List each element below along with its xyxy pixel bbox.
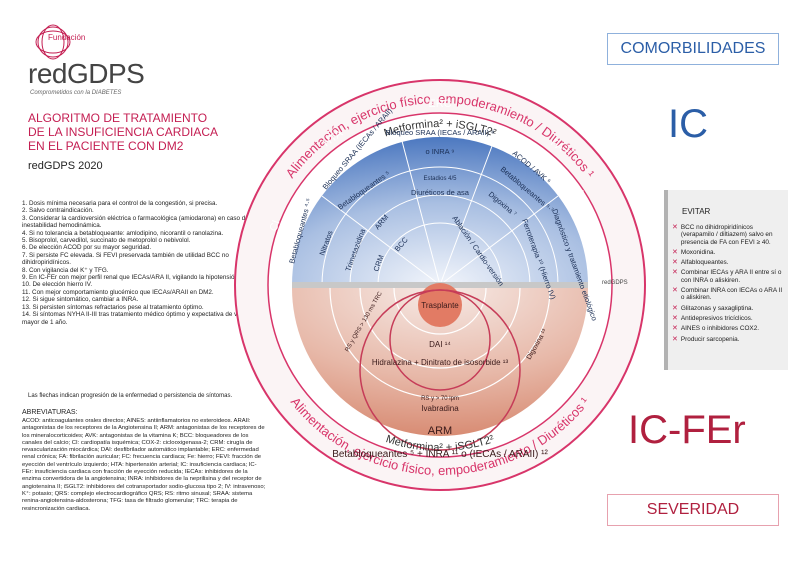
- ic-label: IC: [668, 102, 708, 146]
- avoid-item: ✕BCC no dihidropiridínicos (verapamilo /…: [672, 224, 784, 246]
- title-line-3: EN EL PACIENTE CON DM2: [28, 139, 184, 153]
- note-item: 5. Bisoprolol, carvedilol, succinato de …: [22, 237, 191, 245]
- avoid-item: ✕Antidepresivos tricíclicos.: [672, 315, 784, 322]
- brand-logo-icon: [35, 24, 71, 60]
- ic-ring: [349, 194, 531, 286]
- cross-icon: ✕: [672, 335, 678, 343]
- icfer-ring: [329, 287, 551, 399]
- avoid-title: EVITAR: [682, 207, 711, 216]
- item-estadios: Estadios 4/5: [423, 176, 457, 182]
- abbreviations-title: ABREVIATURAS:: [22, 409, 78, 416]
- avoid-item-text: Glitazonas y saxagliptina.: [680, 304, 754, 312]
- cross-icon: ✕: [672, 314, 678, 322]
- note-item: 3. Considerar la cardioversión eléctrica…: [22, 214, 249, 230]
- avoid-item: ✕Producir sarcopenia.: [672, 336, 784, 343]
- sector-erc: ERC: [428, 98, 451, 110]
- page-subtitle: redGDPS 2020: [28, 160, 103, 172]
- avoid-item: ✕Glitazonas y saxagliptina.: [672, 305, 784, 312]
- notes-list: 1. Dosis mínima necesaria para el contro…: [22, 200, 262, 326]
- avoid-item-text: Producir sarcopenia.: [680, 335, 740, 343]
- icfer-ring: [393, 287, 487, 335]
- item-trasplante: Trasplante: [421, 301, 459, 310]
- ic-sector-dividers: [321, 140, 559, 286]
- ic-half: [292, 137, 588, 285]
- item-betablo-inra: Betabloqueantes ⁵ + INRA ¹¹ o (IECAs / A…: [332, 449, 548, 460]
- avoid-list: ✕BCC no dihidropiridínicos (verapamilo /…: [672, 224, 784, 346]
- avoid-item-text: BCC no dihidropiridínicos (verapamilo / …: [680, 224, 773, 246]
- brand-tagline: Comprometidos con la DIABETES: [30, 90, 122, 96]
- cross-icon: ✕: [672, 259, 678, 267]
- icfer-ivabradina-ring: [359, 289, 521, 451]
- ic-ring: [321, 166, 559, 286]
- avoid-item: ✕Moxonidina.: [672, 249, 784, 256]
- cross-icon: ✕: [672, 269, 678, 277]
- item-dai: DAI ¹⁴: [429, 340, 451, 349]
- severity-box: SEVERIDAD: [607, 494, 779, 526]
- item-hidralazina: Hidralazina + Dinitrato de isosorbide ¹³: [372, 358, 509, 367]
- avoid-item-text: Antidepresivos tricíclicos.: [680, 314, 753, 322]
- item-bloqueo-erc: Bloqueo SRAA (IECAs / ARAII) ⁸: [386, 128, 495, 137]
- transplant-core: [418, 283, 462, 327]
- center-logo: redGDPS: [602, 280, 628, 286]
- note-item: 4. Si no tolerancia a betabloqueante: am…: [22, 229, 224, 237]
- avoid-item-text: Alfabloqueantes.: [680, 259, 729, 267]
- cross-icon: ✕: [672, 325, 678, 333]
- icfer-label: IC-FEr: [628, 408, 746, 452]
- comorbidities-box: COMORBILIDADES: [607, 33, 779, 65]
- treatment-circle-diagram: Alimentación, ejercicio físico, empodera…: [234, 79, 646, 491]
- title-line-1: ALGORITMO DE TRATAMIENTO: [28, 111, 208, 125]
- note-item: 8. Con vigilancia del K⁺ y TFG.: [22, 266, 109, 274]
- ic-ring: [377, 222, 503, 286]
- cross-icon: ✕: [672, 304, 678, 312]
- item-diureticos-asa: Diuréticos de asa: [411, 188, 470, 197]
- avoid-item: ✕Combinar IECAs y ARA II entre sí o con …: [672, 269, 784, 284]
- avoid-item-text: Combinar IECAs y ARA II entre sí o con I…: [680, 269, 782, 284]
- note-item: 12. Si sigue sintomático, cambiar a INRA…: [22, 296, 139, 304]
- note-item: 1. Dosis mínima necesaria para el contro…: [22, 200, 218, 207]
- comorbidities-label: COMORBILIDADES: [620, 40, 766, 57]
- note-item: 10. De elección hierro IV.: [22, 281, 93, 289]
- severity-label: SEVERIDAD: [646, 501, 740, 518]
- item-ivabradina: Ivabradina: [421, 404, 459, 413]
- item-rs: RS y > 70 lpm: [421, 396, 459, 402]
- note-item: 14. Si síntomas NYHA II-III tras tratami…: [22, 311, 246, 326]
- brand-foundation: Fundación: [48, 33, 86, 42]
- avoid-item-text: Combinar INRA con IECAs o ARA II o alisk…: [680, 287, 783, 302]
- item-arm: ARM: [428, 425, 452, 437]
- note-item: 6. De elección ACOD por su mayor segurid…: [22, 244, 152, 252]
- avoid-item: ✕Combinar INRA con IECAs o ARA II o alis…: [672, 287, 784, 302]
- brand-name: redGDPS: [28, 58, 145, 89]
- abbreviations-text: ACOD: anticoagulantes orales directos; A…: [22, 418, 266, 512]
- arrows-note: Las flechas indican progresión de la enf…: [28, 393, 233, 399]
- note-item: 2. Salvo contraindicación.: [22, 207, 94, 215]
- avoid-item-text: AINES o inhibidores COX2.: [680, 325, 760, 333]
- note-item: 7. Si persiste FC elevada. Si FEVI prese…: [22, 251, 229, 267]
- icfer-ring: [359, 287, 521, 369]
- cross-icon: ✕: [672, 248, 678, 256]
- sector-ci: CI: [268, 219, 283, 233]
- title-line-2: DE LA INSUFICIENCIA CARDIACA: [28, 125, 219, 139]
- cross-icon: ✕: [672, 224, 678, 231]
- avoid-item-text: Moxonidina.: [680, 248, 716, 256]
- note-item: 11. Con mejor comportamiento glucémico q…: [22, 288, 214, 296]
- cross-icon: ✕: [672, 287, 678, 295]
- avoid-item: ✕AINES o inhibidores COX2.: [672, 325, 784, 332]
- note-item: 13. Si persisten síntomas refractarios p…: [22, 303, 204, 311]
- note-item: 9. En IC-FEr con mejor perfil renal que …: [22, 274, 261, 282]
- avoid-panel: [664, 190, 788, 370]
- avoid-item: ✕Alfabloqueantes.: [672, 259, 784, 266]
- item-o-inra: o INRA ⁹: [425, 147, 454, 156]
